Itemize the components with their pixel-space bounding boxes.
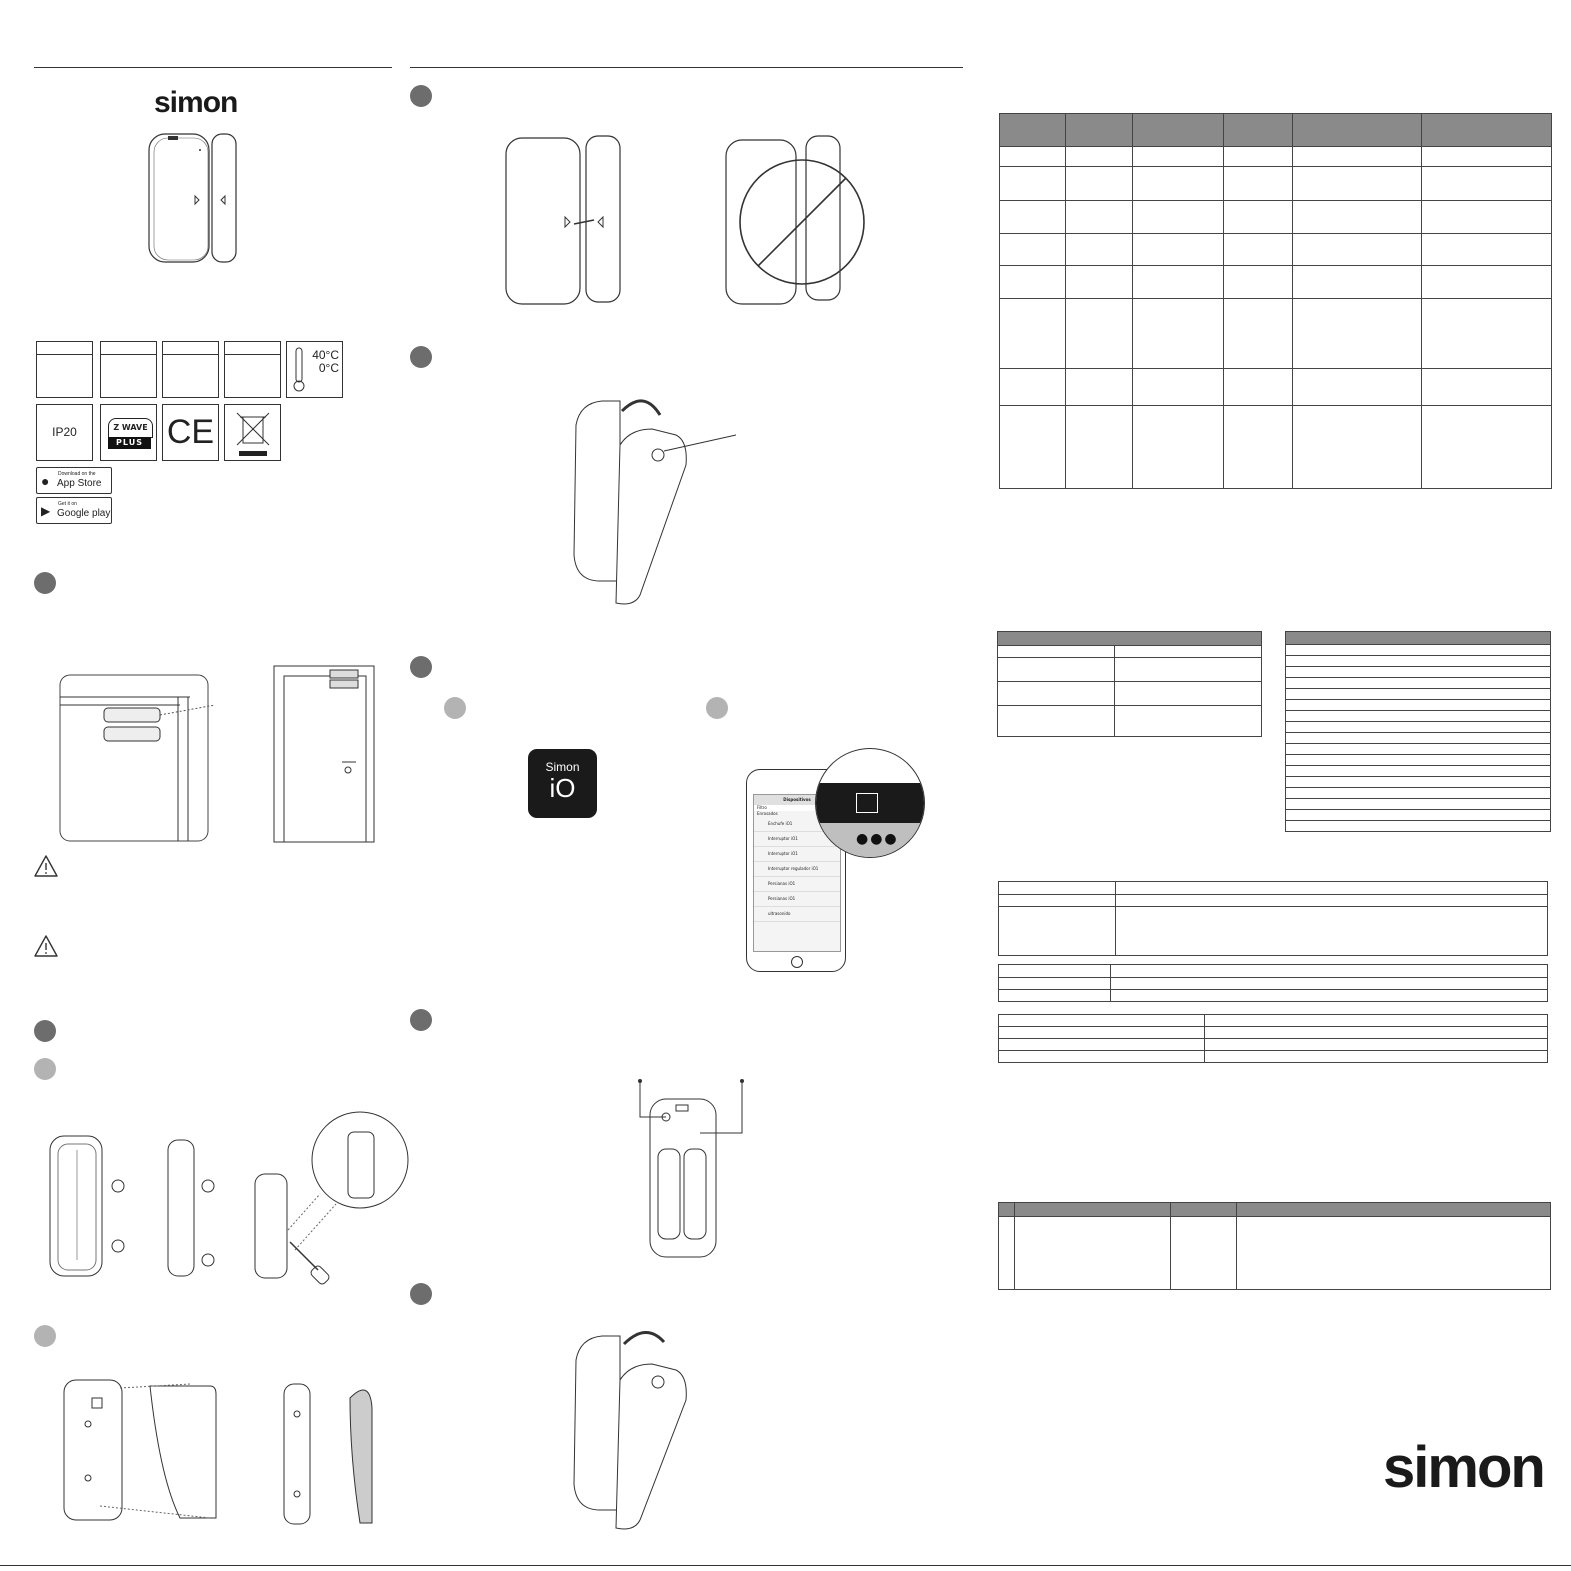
play-icon: ▶ [41,504,51,518]
weee-box [224,404,281,461]
association-table [998,1202,1551,1290]
product-illustration [148,133,237,263]
spec-box-3 [162,341,219,398]
section-rule-middle [410,67,963,68]
screw-mounting-illustration [49,1111,409,1285]
weee-bin-icon [236,412,270,456]
step-5a-marker [444,697,466,719]
battery-illustration [638,1079,744,1258]
spec-box-2 [100,341,157,398]
warning-icon [34,855,58,877]
step-4-marker [410,346,432,368]
more-options-icon: ●●● [856,831,899,847]
phone-screen-title: Dispositivos [754,795,840,805]
step-7-marker [410,1283,432,1305]
add-device-icon [856,793,878,813]
incorrect-alignment-illustration [725,135,865,305]
phone-list-item: Persianas iO1 [754,877,840,892]
step-2-marker [34,1020,56,1042]
phone-list-item: Interruptor iO1 [754,847,840,862]
temperature-max: 40°C [312,348,339,362]
warning-icon [34,935,58,957]
ip-rating: IP20 [52,425,77,439]
phone-search: Filtro [754,805,840,811]
brand-logo-bottom: simon [1383,1435,1546,1500]
info-table-2 [998,964,1548,1002]
simon-io-app-icon[interactable]: Simon iO [528,749,597,818]
thermometer-icon [293,347,305,392]
close-cover-illustration [573,1331,687,1530]
step-5b-marker [706,697,728,719]
temperature-box: 40°C 0°C [286,341,343,398]
phone-list-item: Enchufe iO1 [754,817,840,832]
spec-box-1 [36,341,93,398]
step-1-marker [34,572,56,594]
phone-list-item: Persianas iO1 [754,892,840,907]
specs-table [999,113,1552,489]
open-cover-illustration [573,399,737,605]
adhesive-mounting-illustration [63,1379,373,1525]
magnifier-circle: ●●● [815,748,925,858]
brand-logo-top: simon [154,86,238,119]
phone-list-item: Interruptor regulador iO1 [754,862,840,877]
home-button [791,956,803,968]
section-rule-left [34,67,392,68]
phone-section: Enrosados [757,811,778,816]
temperature-min: 0°C [318,361,339,375]
correct-alignment-illustration [505,135,621,305]
google-play-badge[interactable]: ▶ Get it on Google play [36,497,112,524]
parameters-table [997,631,1262,737]
step-2b-marker [34,1325,56,1347]
door-illustration [273,665,375,843]
app-store-badge[interactable]: ● Download on the App Store [36,467,112,494]
info-table-3 [998,1014,1548,1063]
bottom-rule [0,1565,1571,1566]
apple-icon: ● [41,473,50,489]
door-frame-closeup-illustration [59,674,216,842]
info-table-1 [998,881,1548,956]
ce-mark-box: CE [162,404,219,461]
phone-list-item: Interruptor iO1 [754,832,840,847]
spec-box-4 [224,341,281,398]
step-6-marker [410,1009,432,1031]
zwave-plus-label: PLUS [108,437,151,449]
step-5-marker [410,656,432,678]
zwave-logo: Z WAVE [108,418,153,438]
step-3-marker [410,85,432,107]
phone-list-item: ultrasonido [754,907,840,922]
ce-mark: CE [166,413,215,451]
step-2a-marker [34,1058,56,1080]
zwave-plus-box: Z WAVE PLUS [100,404,157,461]
command-classes-table [1285,631,1551,832]
ip-rating-box: IP20 [36,404,93,461]
